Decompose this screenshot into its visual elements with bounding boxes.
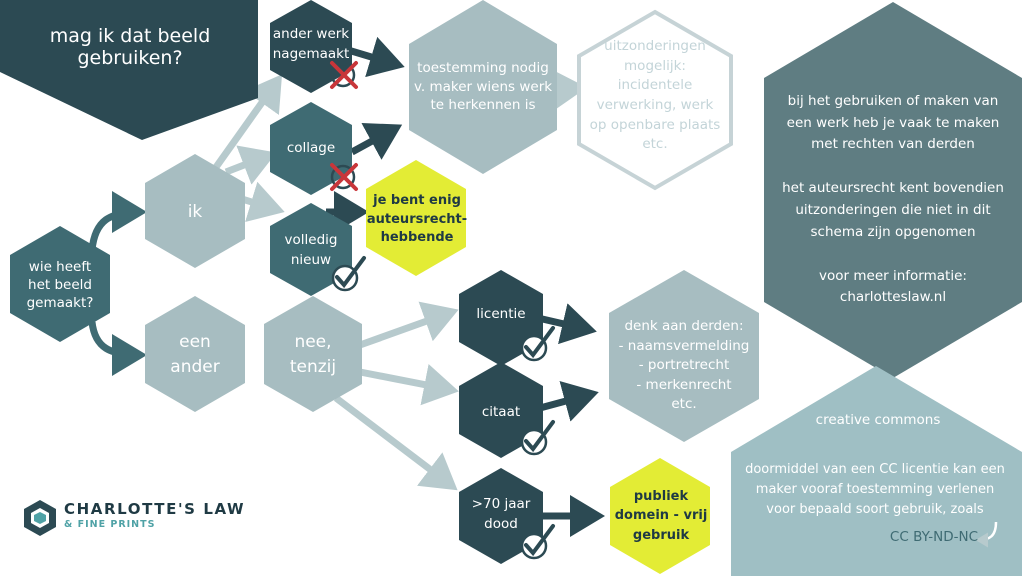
quote-hexagon <box>459 362 543 458</box>
arrow-unless-to-licence <box>358 301 459 349</box>
check-icon-new <box>331 256 366 292</box>
arrow-licence-to-third-parties <box>537 303 597 345</box>
new-hexagon <box>270 203 352 296</box>
arrow-self-to-collage <box>224 145 277 185</box>
info-text: bij het gebruiken of maken van een werk … <box>782 92 1004 306</box>
unless-hexagon <box>264 296 362 412</box>
permission-needed-label: toestemming nodig v. maker wiens werk te… <box>413 59 553 114</box>
derived-hexagon <box>270 0 352 93</box>
public-domain-hexagon <box>610 458 710 574</box>
permission-hexagon <box>409 0 557 174</box>
sole-author-hexagon <box>366 160 466 276</box>
check-icon-licence <box>520 326 555 362</box>
status-marks <box>330 61 998 560</box>
arrow-collage-to-permission <box>350 122 403 160</box>
connector-arrows <box>88 36 605 537</box>
start-hexagon <box>10 226 110 342</box>
collage-hexagon <box>270 102 352 195</box>
cross-icon-collage <box>330 163 358 191</box>
cc-title: creative commons <box>815 412 941 428</box>
option-derived-label: ander werk nagemaakt <box>272 26 350 62</box>
arrow-self-to-derived <box>211 74 283 173</box>
start-question: wie heeft het beeld gemaakt? <box>26 258 94 312</box>
arrow-quote-to-third-parties <box>539 381 599 422</box>
licence-hexagon <box>459 270 543 366</box>
check-icon-dead <box>520 524 555 560</box>
option-licence-label: licentie <box>476 306 526 322</box>
cc-example: CC BY-ND-NC <box>889 529 978 545</box>
logo-subtitle: & FINE PRINTS <box>64 519 156 530</box>
logo-name: CHARLOTTE'S LAW <box>64 500 246 518</box>
cross-icon-derived <box>330 61 358 89</box>
option-quote-label: citaat <box>481 404 521 420</box>
arrow-start-to-other <box>88 321 147 376</box>
sole-author-label: je bent enig auteursrecht- hebbende <box>366 192 468 246</box>
arrow-unless-to-dead <box>333 395 458 491</box>
arrow-unless-to-quote <box>359 364 459 406</box>
cc-shape <box>731 366 1022 576</box>
branch-self-label: ik <box>187 202 203 222</box>
third-parties-label: denk aan derden: - naamsvermelding - por… <box>618 318 750 413</box>
info-hexagon <box>764 2 1022 378</box>
option-dead-label: >70 jaar dood <box>471 496 531 532</box>
arrow-start-to-self <box>88 191 147 251</box>
page-title: mag ik dat beeld gebruiken? <box>49 25 211 69</box>
third-parties-hexagon <box>609 270 759 442</box>
branch-other-label: een ander <box>170 332 220 377</box>
logo-icon <box>24 500 56 536</box>
unless-label: nee, tenzij <box>289 332 337 377</box>
arrow-derived-to-permission <box>346 36 405 78</box>
check-icon-quote <box>520 420 555 456</box>
self-hexagon <box>145 154 245 268</box>
public-domain-label: publiek domein - vrij gebruik <box>614 488 708 543</box>
option-new-label: volledig nieuw <box>284 232 338 268</box>
option-collage-label: collage <box>286 140 336 156</box>
title-shape <box>0 0 258 140</box>
cc-body: doormiddel van een CC licentie kan een m… <box>745 461 1005 518</box>
dead-hexagon <box>459 468 543 564</box>
return-arrow-icon <box>975 521 998 548</box>
exceptions-label: uitzonderingen mogelijk: incidentele ver… <box>589 38 721 153</box>
exceptions-hexagon <box>577 9 733 191</box>
other-hexagon <box>145 296 245 412</box>
